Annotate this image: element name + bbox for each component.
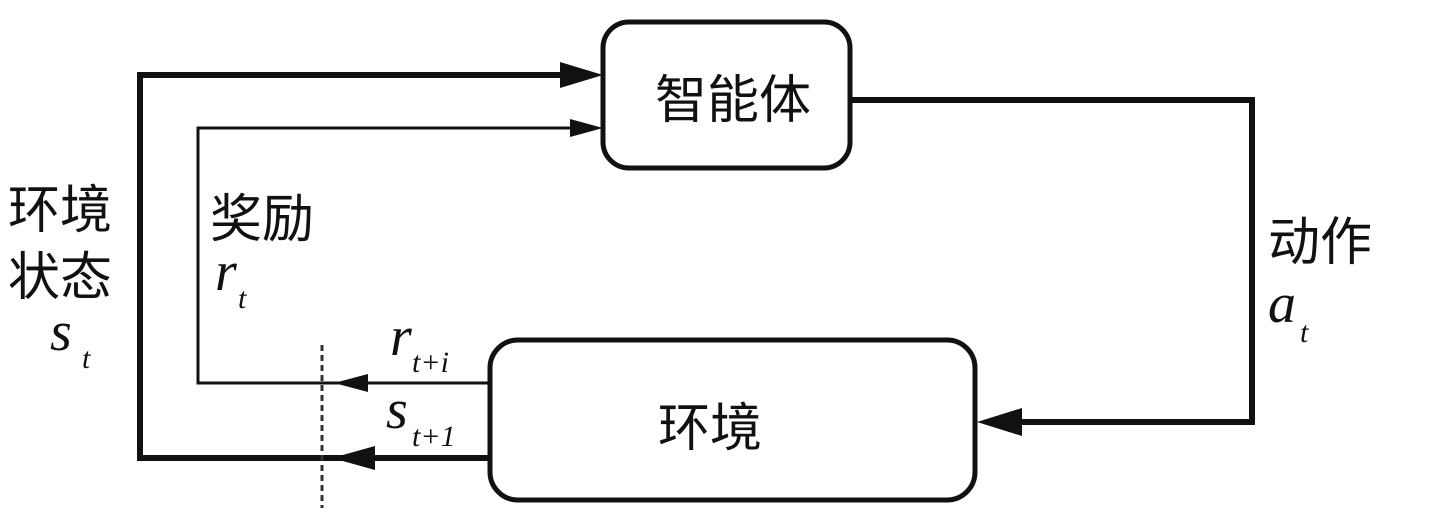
action-arrow bbox=[850, 97, 1255, 436]
agent-label: 智能体 bbox=[655, 71, 811, 131]
state-label-line2: 状态 bbox=[8, 248, 112, 308]
next-reward-subscript: t+i bbox=[412, 346, 449, 379]
environment-label: 环境 bbox=[658, 399, 762, 459]
action-symbol: a bbox=[1268, 273, 1296, 335]
reward-symbol: r bbox=[215, 241, 237, 303]
action-subscript: t bbox=[1300, 316, 1309, 349]
state-subscript: t bbox=[82, 342, 91, 375]
state-label-line1: 环境 bbox=[8, 181, 112, 241]
next-state-subscript: t+1 bbox=[412, 420, 456, 453]
next-state-symbol: s bbox=[386, 379, 408, 441]
state-arrow bbox=[137, 62, 603, 470]
next-reward-symbol: r bbox=[390, 306, 412, 368]
reward-label: 奖励 bbox=[210, 190, 314, 250]
environment-box bbox=[487, 337, 978, 503]
reward-subscript: t bbox=[238, 282, 247, 315]
reward-arrow bbox=[196, 119, 603, 392]
state-symbol: s bbox=[50, 301, 72, 363]
action-label: 动作 bbox=[1268, 213, 1372, 273]
agent-box bbox=[600, 19, 853, 171]
